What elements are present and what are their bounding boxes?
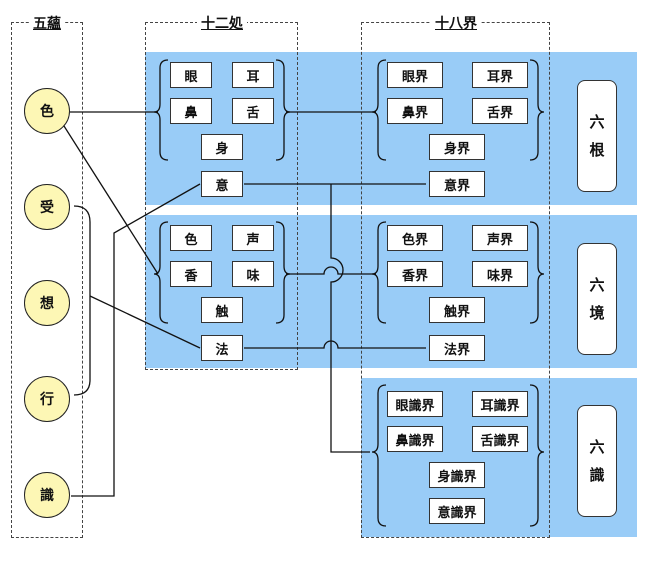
kai-mind-consciousness: 意識界: [429, 498, 485, 524]
title-juunisho: 十二処: [197, 13, 247, 33]
kai-ear: 耳界: [472, 62, 528, 88]
label-roku-kon: 六 根: [577, 80, 617, 192]
sho-smell: 香: [170, 261, 212, 287]
sho-nose: 鼻: [170, 98, 212, 124]
title-goun: 五蘊: [29, 13, 65, 33]
kai-smell: 香界: [387, 261, 443, 287]
sho-taste: 味: [232, 261, 274, 287]
label-roku-kyou-2: 境: [589, 304, 605, 322]
kai-nose: 鼻界: [387, 98, 443, 124]
kai-eye: 眼界: [387, 62, 443, 88]
sho-ear: 耳: [232, 62, 274, 88]
sho-form: 色: [170, 225, 212, 251]
kai-tongue-consciousness: 舌識界: [472, 426, 528, 452]
kai-form: 色界: [387, 225, 443, 251]
sho-touch: 触: [201, 297, 243, 323]
goun-gyou: 行: [24, 376, 70, 422]
kai-tongue: 舌界: [472, 98, 528, 124]
label-roku-shiki-2: 識: [589, 466, 605, 484]
goun-ju: 受: [24, 184, 70, 230]
label-roku-kyou-1: 六: [589, 276, 605, 294]
kai-body: 身界: [429, 134, 485, 160]
kai-mind: 意界: [429, 171, 485, 197]
kai-taste: 味界: [472, 261, 528, 287]
sho-mind: 意: [201, 171, 243, 197]
kai-touch: 触界: [429, 297, 485, 323]
label-roku-kon-1: 六: [589, 113, 605, 131]
goun-shiki: 色: [24, 88, 70, 134]
label-roku-kon-2: 根: [589, 141, 605, 159]
kai-ear-consciousness: 耳識界: [472, 391, 528, 417]
kai-sound: 声界: [472, 225, 528, 251]
sho-dharma: 法: [201, 335, 243, 361]
kai-body-consciousness: 身識界: [429, 462, 485, 488]
sho-body: 身: [201, 134, 243, 160]
kai-eye-consciousness: 眼識界: [387, 391, 443, 417]
sho-tongue: 舌: [232, 98, 274, 124]
sho-sound: 声: [232, 225, 274, 251]
title-juuhakkai: 十八界: [431, 13, 481, 33]
kai-dharma: 法界: [429, 335, 485, 361]
sho-eye: 眼: [170, 62, 212, 88]
label-roku-shiki-1: 六: [589, 438, 605, 456]
label-roku-shiki: 六 識: [577, 405, 617, 517]
goun-sou: 想: [24, 280, 70, 326]
label-roku-kyou: 六 境: [577, 243, 617, 355]
goun-shiki-consciousness: 識: [24, 472, 70, 518]
kai-nose-consciousness: 鼻識界: [387, 426, 443, 452]
